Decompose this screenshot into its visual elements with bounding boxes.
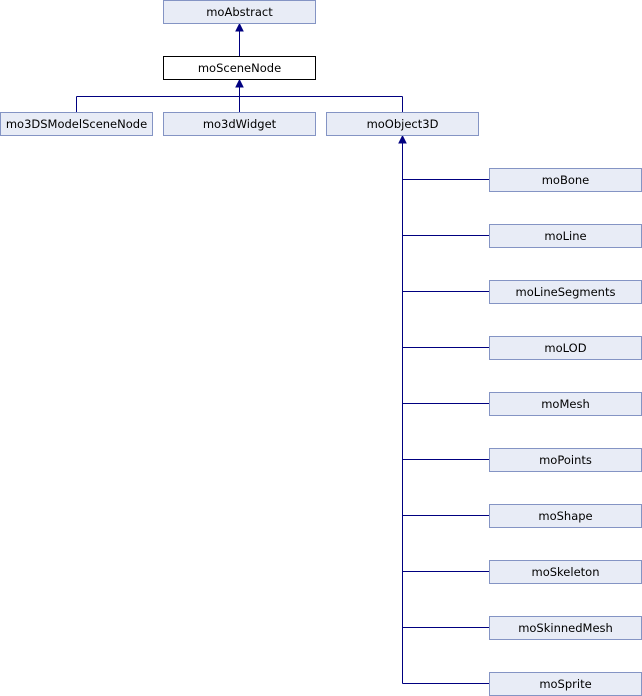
node-moskeleton[interactable]: moSkeleton [489, 560, 642, 584]
node-moobject3d[interactable]: moObject3D [326, 112, 479, 136]
node-label[interactable]: moBone [542, 173, 590, 187]
edge-children-scenenode [76, 78, 403, 112]
node-label[interactable]: moShape [538, 509, 592, 523]
node-label[interactable]: moObject3D [367, 117, 439, 131]
node-mo3dwidget[interactable]: mo3dWidget [163, 112, 316, 136]
edge-scenenode-abstract [235, 22, 244, 56]
node-mopoints[interactable]: moPoints [489, 448, 642, 472]
node-mosprite[interactable]: moSprite [489, 672, 642, 696]
node-momesh[interactable]: moMesh [489, 392, 642, 416]
node-label[interactable]: moLOD [544, 341, 586, 355]
node-moabstract[interactable]: moAbstract [163, 0, 316, 24]
node-mobone[interactable]: moBone [489, 168, 642, 192]
node-label[interactable]: moPoints [539, 453, 592, 467]
node-moskinnedmesh[interactable]: moSkinnedMesh [489, 616, 642, 640]
node-molod[interactable]: moLOD [489, 336, 642, 360]
node-label[interactable]: moSprite [539, 677, 591, 691]
node-mo3dsmodelscenenode[interactable]: mo3DSModelSceneNode [0, 112, 153, 136]
node-molinesegments[interactable]: moLineSegments [489, 280, 642, 304]
node-label[interactable]: moLine [544, 229, 586, 243]
node-label[interactable]: moSkinnedMesh [518, 621, 613, 635]
node-moline[interactable]: moLine [489, 224, 642, 248]
node-label[interactable]: mo3DSModelSceneNode [6, 117, 147, 131]
node-label[interactable]: moSkeleton [532, 565, 600, 579]
node-moscenenode: moSceneNode [163, 56, 316, 80]
node-label[interactable]: moMesh [541, 397, 590, 411]
node-label: moSceneNode [198, 61, 281, 75]
node-label[interactable]: mo3dWidget [203, 117, 277, 131]
node-label[interactable]: moLineSegments [516, 285, 616, 299]
edge-children-object3d [398, 134, 490, 684]
node-label[interactable]: moAbstract [206, 5, 273, 19]
node-moshape[interactable]: moShape [489, 504, 642, 528]
